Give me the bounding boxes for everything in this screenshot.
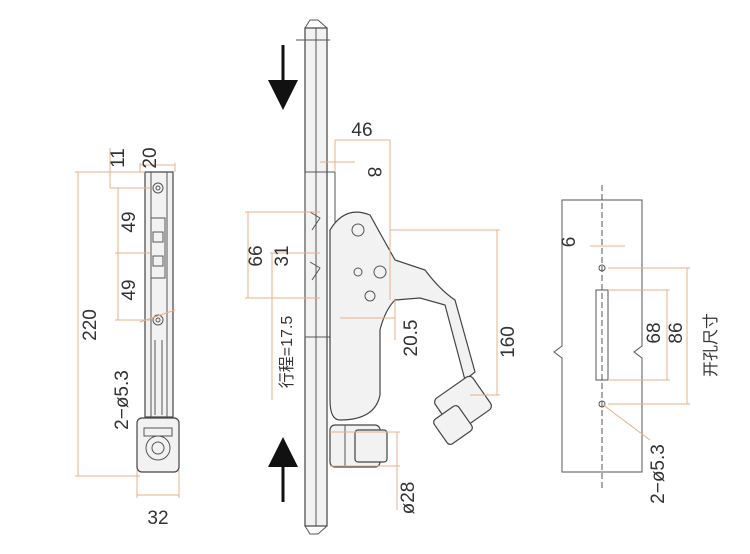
middle-lock-body xyxy=(296,19,492,535)
stroke-label: 行程=17.5 xyxy=(278,316,296,389)
middle-dim-160: 160 xyxy=(498,326,519,358)
middle-dim-dia28: ø28 xyxy=(398,482,419,515)
left-dim-220: 220 xyxy=(80,309,101,341)
middle-dim-66: 66 xyxy=(246,245,267,266)
right-dim-hole: 2−ø5.3 xyxy=(648,444,669,504)
left-dim-20: 20 xyxy=(140,147,161,168)
left-dim-hole: 2−ø5.3 xyxy=(112,370,133,430)
left-dim-49-lower: 49 xyxy=(119,279,140,300)
left-lock-body xyxy=(136,171,180,473)
middle-dim-31: 31 xyxy=(272,245,293,266)
middle-dim-46: 46 xyxy=(351,120,372,141)
right-dim-86: 86 xyxy=(666,322,687,343)
left-dim-11: 11 xyxy=(108,148,129,168)
right-dim-6: 6 xyxy=(559,237,580,248)
middle-dim-8: 8 xyxy=(363,167,384,178)
left-dim-49-upper: 49 xyxy=(119,211,140,232)
cutout-label: 开孔尺寸 xyxy=(702,313,720,377)
left-view: 20 11 49 49 220 2−ø5.3 32 xyxy=(75,147,180,529)
right-view: 6 68 86 开孔尺寸 2−ø5.3 xyxy=(553,185,720,504)
left-dim-32: 32 xyxy=(147,508,168,529)
middle-dim-20-5: 20.5 xyxy=(401,320,422,357)
door-panel-section xyxy=(553,185,643,490)
middle-view: 46 8 66 31 行程=17.5 20.5 160 ø28 xyxy=(245,19,519,535)
right-dim-68: 68 xyxy=(644,322,665,343)
